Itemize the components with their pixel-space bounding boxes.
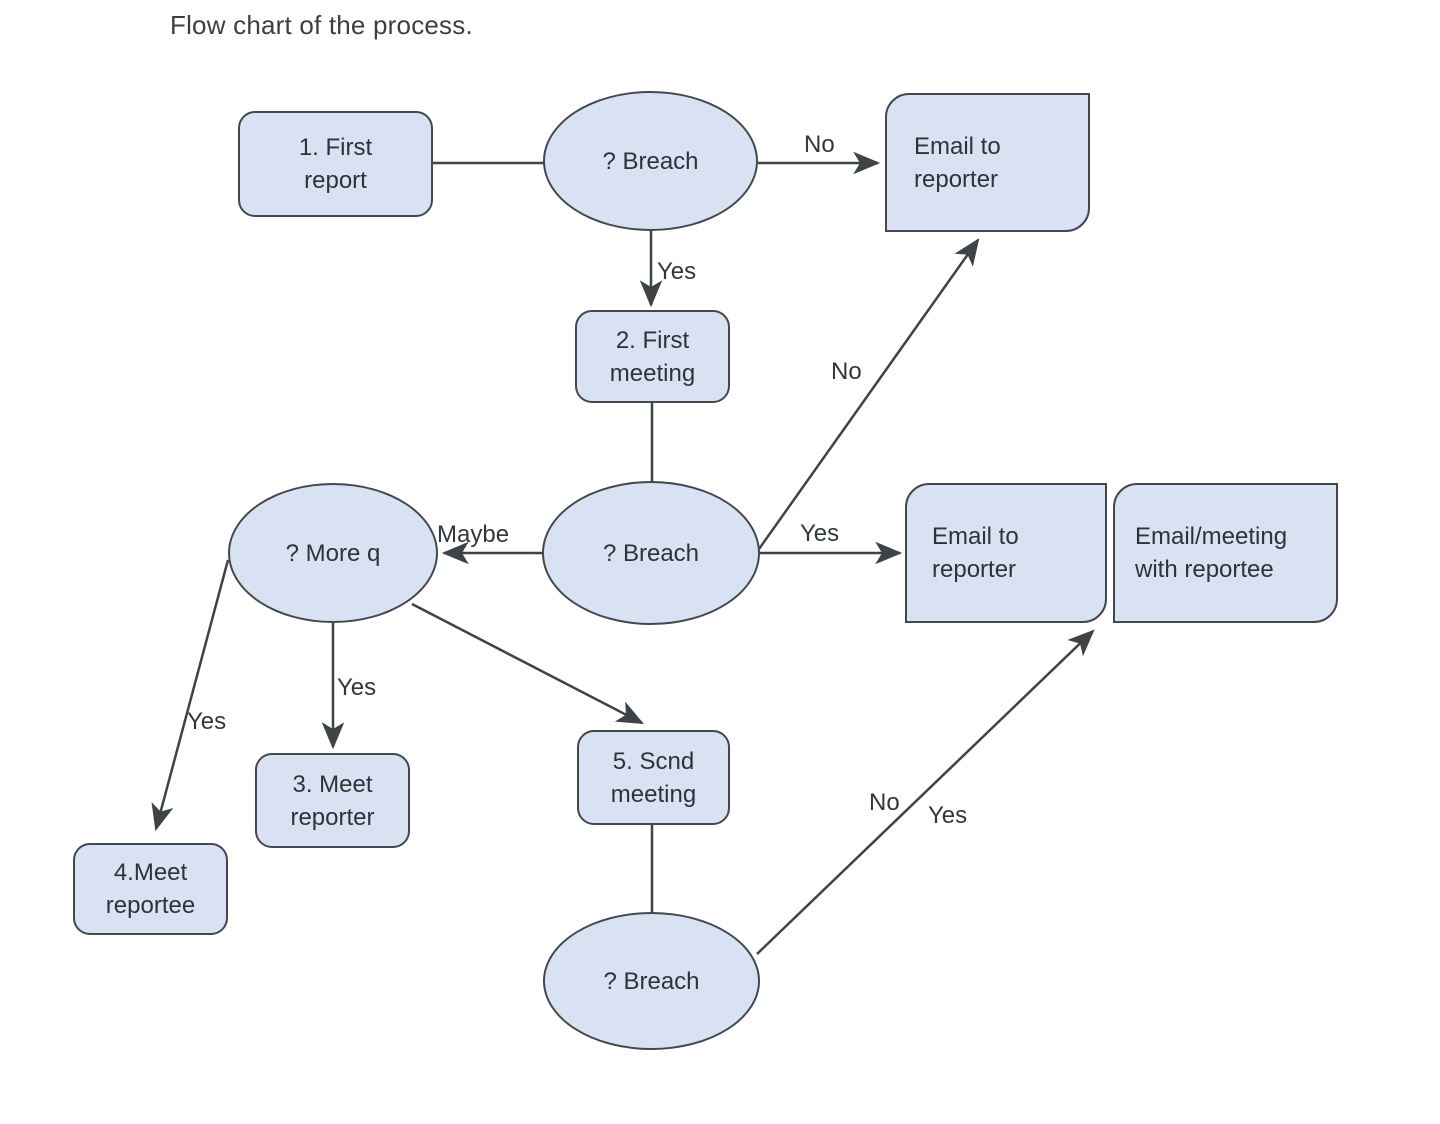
node-first-meeting: 2. First meeting bbox=[575, 310, 730, 403]
node-label-line: meeting bbox=[610, 780, 697, 808]
edge-label-yes-first-meeting: Yes bbox=[657, 258, 697, 285]
edge-breach3-to-junction bbox=[756, 629, 1095, 955]
node-label-line: 1. First bbox=[298, 134, 373, 161]
node-label-line: ? Breach bbox=[602, 539, 700, 567]
node-label-line: reporter bbox=[290, 803, 375, 831]
node-label-line: ? Breach bbox=[602, 147, 699, 175]
edge-breach2-to-email-top bbox=[757, 238, 980, 550]
edge-label-yes-email: Yes bbox=[800, 520, 840, 547]
node-first-report: 1. First report bbox=[238, 111, 433, 217]
node-meet-reporter: 3. Meet reporter bbox=[255, 753, 410, 848]
node-label-line: Email to bbox=[932, 523, 1019, 550]
node-breach-3: ? Breach bbox=[543, 912, 760, 1050]
edge-moreq-to-reportee bbox=[151, 559, 230, 832]
edge-label-yes-meet-reportee: Yes bbox=[187, 708, 227, 735]
node-label-line: meeting bbox=[609, 359, 696, 387]
node-breach-1: ? Breach bbox=[543, 91, 758, 231]
node-label-line: reporter bbox=[932, 556, 1017, 583]
node-more-q: ? More q bbox=[228, 483, 438, 623]
page-title: Flow chart of the process. bbox=[170, 10, 473, 40]
node-label-line: reporter bbox=[914, 165, 999, 193]
node-label-line: report bbox=[304, 167, 367, 194]
node-email-meeting-reportee: Email/meeting with reportee bbox=[1113, 483, 1338, 623]
node-label-line: Email/meeting bbox=[1135, 523, 1288, 550]
edge-label-no-diagonal: No bbox=[831, 358, 862, 385]
node-meet-reportee: 4.Meet reportee bbox=[73, 843, 228, 935]
node-label-line: ? More q bbox=[285, 539, 381, 567]
node-label-line: ? Breach bbox=[603, 967, 700, 995]
node-email-reporter-mid: Email to reporter bbox=[905, 483, 1107, 623]
node-email-reporter-top: Email to reporter bbox=[885, 93, 1090, 232]
node-label-line: with reportee bbox=[1135, 556, 1274, 583]
node-label-line: 3. Meet bbox=[292, 770, 373, 798]
node-label-line: 4.Meet bbox=[113, 859, 188, 886]
node-label-line: reportee bbox=[105, 892, 196, 919]
node-breach-2: ? Breach bbox=[542, 481, 760, 625]
edge-label-no-top: No bbox=[804, 131, 835, 158]
edge-label-yes-bottom: Yes bbox=[928, 802, 968, 829]
edge-moreq-to-scnd bbox=[411, 602, 644, 725]
node-label-line: 5. Scnd bbox=[612, 747, 695, 775]
node-label-line: Email to bbox=[914, 132, 1001, 160]
node-scnd-meeting: 5. Scnd meeting bbox=[577, 730, 730, 825]
edge-label-maybe: Maybe bbox=[437, 521, 510, 548]
node-label-line: 2. First bbox=[615, 326, 690, 354]
edge-label-yes-meet-reporter: Yes bbox=[337, 674, 377, 701]
edge-label-no-bottom: No bbox=[869, 789, 900, 816]
